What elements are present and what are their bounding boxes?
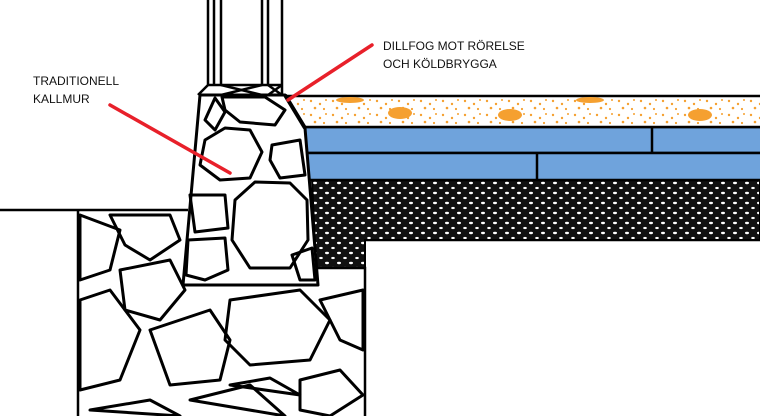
joint-label-line1: DILLFOG MOT RÖRELSE <box>383 39 525 53</box>
fill-clusters <box>336 97 712 121</box>
wall-frame <box>197 0 284 97</box>
insulation-boards <box>302 125 760 182</box>
joint-pointer <box>286 43 374 102</box>
wall-pointer <box>108 103 232 175</box>
wall-label-line1: TRADITIONELL <box>33 74 120 88</box>
wall-stones <box>183 95 318 287</box>
gravel-bed <box>310 179 760 269</box>
joint-label: DILLFOG MOT RÖRELSE OCH KÖLDBRYGGA <box>383 37 525 73</box>
pointer-lines <box>108 43 374 175</box>
ground-stones <box>78 213 365 416</box>
wall-label: TRADITIONELL KALLMUR <box>33 72 119 108</box>
joint-label-line2: OCH KÖLDBRYGGA <box>383 57 497 71</box>
wall-label-line2: KALLMUR <box>33 92 90 106</box>
